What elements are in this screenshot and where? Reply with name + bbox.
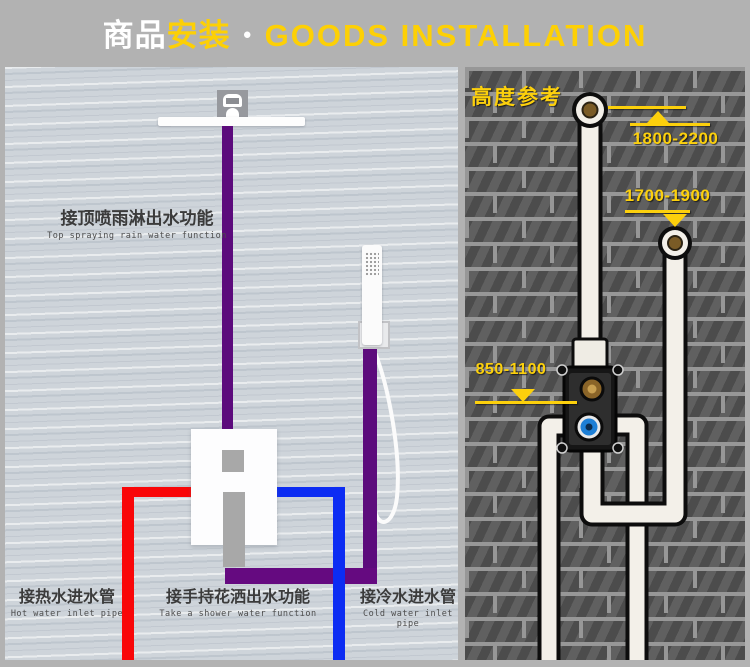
riser-coupling-nut — [571, 337, 609, 371]
hand-shower-outlet-pipe — [583, 249, 684, 523]
label-hot-inlet: 接热水进水管 Hot water inlet pipe — [7, 589, 127, 620]
title-en: GOODS INSTALLATION — [264, 18, 648, 53]
page-title: 商品安装 ● GOODS INSTALLATION — [0, 10, 750, 58]
height-reference-photo-panel: 高度参考 1800-2200 1700-1900 850-1100 — [465, 67, 745, 660]
hot-water-pipe-horizontal — [122, 487, 192, 497]
hand-shower-pipe-horizontal — [225, 568, 377, 584]
valve-ear-bottom-left — [556, 442, 568, 454]
valve-box-slot-bar — [223, 492, 245, 567]
valve-ear-top-left — [556, 364, 568, 376]
valve-ear-bottom-right — [612, 442, 624, 454]
mixed-water-pipe-vertical — [222, 126, 233, 430]
spray-face-dots — [365, 252, 379, 276]
ceiling-mount-plate — [217, 90, 248, 117]
label-hand-function: 接手持花洒出水功能 Take a shower water function — [127, 589, 349, 620]
label-cold-inlet-en: Cold water inlet pipe — [363, 609, 453, 630]
arrow-down-icon-2 — [511, 389, 535, 402]
label-top-function-zh: 接顶喷雨淋出水功能 — [60, 209, 214, 228]
cold-water-pipe-vertical — [333, 487, 345, 660]
valve-ear-top-right — [612, 364, 624, 376]
annotation-line-valve — [475, 401, 577, 404]
shower-head-slot-icon — [226, 98, 239, 104]
annotation-line-hand-shower — [625, 210, 690, 213]
valve-cartridge-center — [585, 423, 593, 431]
hand-shower-wand — [362, 245, 382, 345]
right-supply-pipe — [611, 417, 645, 660]
shower-arm-fitting-brass — [581, 101, 599, 119]
label-cold-inlet-zh: 接冷水进水管 — [359, 589, 456, 606]
cold-water-pipe-horizontal — [277, 487, 345, 497]
left-supply-pipe — [541, 418, 569, 660]
label-hot-inlet-en: Hot water inlet pipe — [10, 609, 124, 620]
label-hand-function-en: Take a shower water function — [159, 609, 317, 620]
label-hot-inlet-zh: 接热水进水管 — [18, 589, 115, 606]
measurement-shower-arm: 1800-2200 — [632, 129, 719, 148]
hot-water-pipe-vertical — [122, 487, 134, 660]
arrow-down-icon — [663, 214, 687, 227]
shower-arm-arch-icon — [226, 108, 239, 117]
measurement-valve: 850-1100 — [475, 361, 547, 378]
hand-shower-fitting-brass — [667, 235, 683, 251]
arrow-up-icon — [647, 111, 669, 123]
wall-plumbing — [537, 92, 692, 660]
label-top-function-en: Top spraying rain water function — [47, 230, 227, 241]
height-reference-title: 高度参考 — [471, 86, 563, 109]
installation-diagram-panel: 接顶喷雨淋出水功能 Top spraying rain water functi… — [5, 67, 458, 660]
label-cold-inlet: 接冷水进水管 Cold water inlet pipe — [351, 589, 458, 630]
annotation-line-shower-arm-2 — [630, 123, 710, 126]
valve-brass-port-center — [587, 384, 597, 394]
rain-shower-head-bar — [158, 117, 305, 126]
title-separator-dot: ● — [242, 26, 253, 43]
title-install-zh: 安装 — [166, 18, 231, 53]
title-goods-zh: 商品 — [102, 18, 167, 53]
label-hand-function-zh: 接手持花洒出水功能 — [165, 589, 310, 606]
hand-shower-pipe-vertical — [363, 343, 377, 584]
label-top-function: 接顶喷雨淋出水功能 Top spraying rain water functi… — [27, 209, 247, 241]
measurement-hand-shower: 1700-1900 — [624, 186, 711, 205]
valve-box-slot-square — [222, 450, 244, 472]
annotation-line-shower-arm — [608, 106, 686, 109]
